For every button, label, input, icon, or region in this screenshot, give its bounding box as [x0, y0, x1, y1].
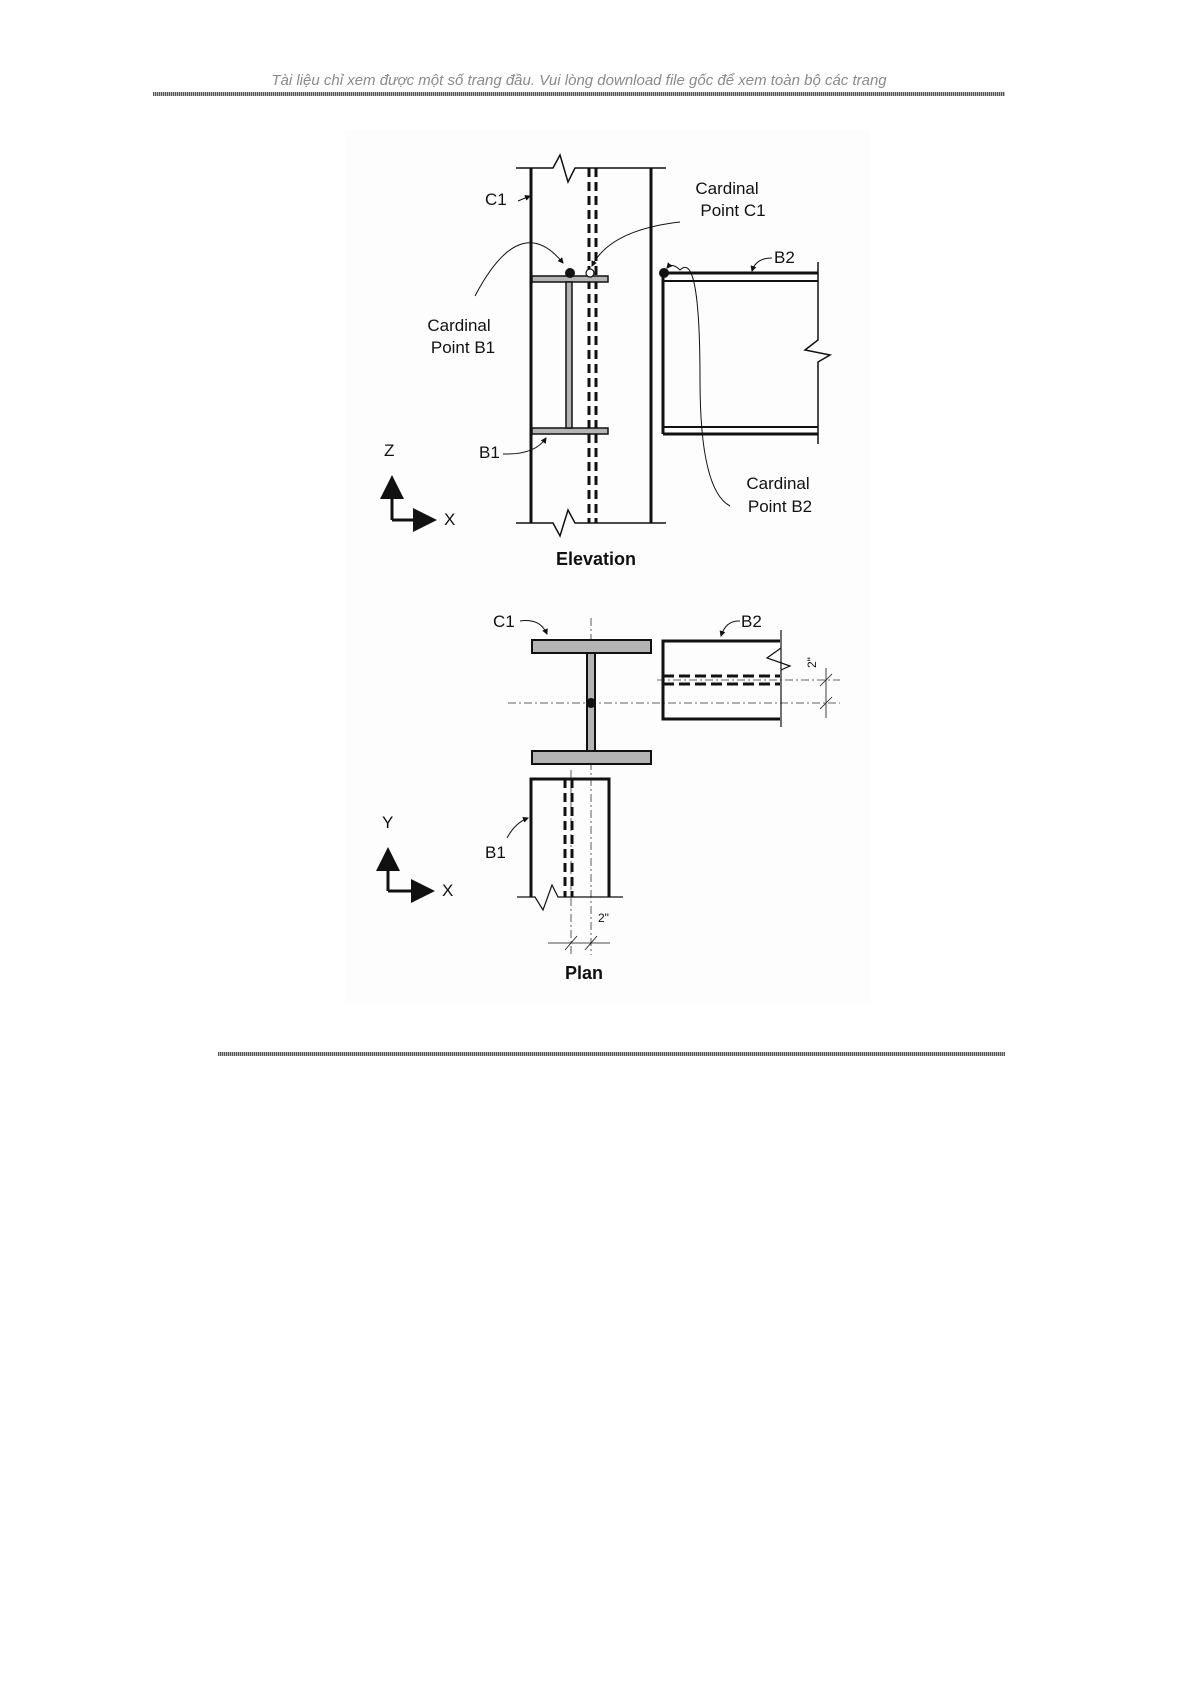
- cardinal-point-b2-marker: [659, 268, 669, 278]
- dimension-b2-offset: 2": [805, 657, 819, 668]
- axes-yx: [376, 847, 435, 903]
- label-cardinal-point-c1-line1: Cardinal: [695, 179, 758, 198]
- beam-b2-elevation: [661, 262, 833, 444]
- download-notice: Tài liệu chỉ xem được một số trang đầu. …: [271, 72, 887, 89]
- axis-label-z: Z: [384, 441, 394, 460]
- plan-title: Plan: [565, 963, 603, 983]
- axis-label-x: X: [444, 510, 455, 529]
- elevation-view: C1 Cardinal Point C1 Cardinal Point B1 B…: [380, 153, 833, 569]
- label-cardinal-point-c1-line2: Point C1: [700, 201, 765, 220]
- plan-axis-label-y: Y: [382, 813, 393, 832]
- cardinal-point-b1-marker: [565, 268, 575, 278]
- plan-label-c1: C1: [493, 612, 515, 631]
- label-b1: B1: [479, 443, 500, 462]
- cardinal-point-c1-plan-marker: [586, 698, 596, 708]
- leader-lines: [474, 195, 773, 507]
- dimension-b1-offset: 2": [598, 911, 609, 925]
- label-cardinal-point-b1-line2: Point B1: [431, 338, 495, 357]
- label-cardinal-point-b2-line1: Cardinal: [746, 474, 809, 493]
- cardinal-point-c1-marker: [585, 268, 595, 278]
- plan-label-b2: B2: [741, 612, 762, 631]
- label-c1: C1: [485, 190, 507, 209]
- elevation-title: Elevation: [556, 549, 636, 569]
- header-rule: [153, 92, 1005, 96]
- footer-rule: [218, 1052, 1005, 1056]
- beam-b2-plan: [661, 630, 833, 727]
- label-b2: B2: [774, 248, 795, 267]
- centerlines: [508, 618, 840, 955]
- axes-zx: [380, 475, 437, 532]
- plan-axis-label-x: X: [442, 881, 453, 900]
- plan-leaders: [506, 620, 741, 839]
- plan-label-b1: B1: [485, 843, 506, 862]
- label-cardinal-point-b2-line2: Point B2: [748, 497, 812, 516]
- column-c1-elevation: [516, 153, 666, 538]
- plan-view: 2" 2" C1 B2 B1 Y X Plan: [376, 612, 840, 983]
- beam-b1-elevation: [531, 275, 609, 435]
- beam-b1-plan: [517, 777, 623, 951]
- label-cardinal-point-b1-line1: Cardinal: [427, 316, 490, 335]
